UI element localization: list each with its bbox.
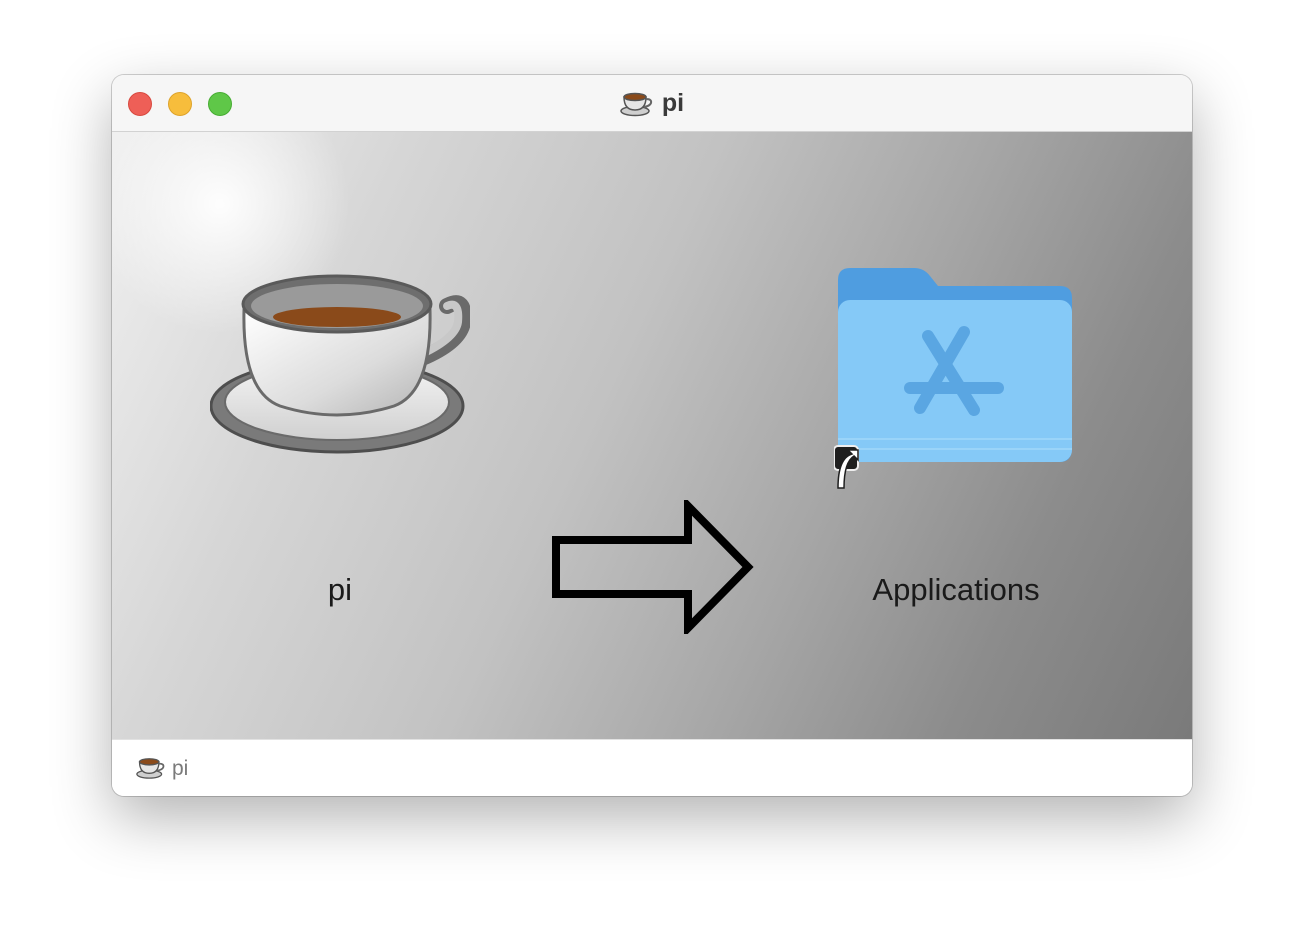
close-button[interactable] [128, 92, 152, 116]
coffee-liquid [273, 307, 401, 327]
status-label: pi [172, 757, 189, 780]
minimize-button[interactable] [168, 92, 192, 116]
installer-window: pi pi [112, 75, 1192, 796]
coffee-cup-icon [136, 758, 165, 779]
window-title-text: pi [661, 89, 685, 117]
installer-content: pi Applications [112, 132, 1192, 739]
coffee-cup-icon[interactable] [210, 272, 470, 458]
applications-folder-icon[interactable] [834, 262, 1076, 494]
coffee-cup-icon [620, 92, 653, 116]
window-title: pi [112, 75, 1192, 132]
title-bar[interactable]: pi [112, 75, 1192, 132]
alias-arrow-icon [834, 445, 859, 489]
app-label: pi [327, 572, 353, 607]
zoom-button[interactable] [208, 92, 232, 116]
right-arrow-icon [552, 500, 754, 634]
applications-label: Applications [872, 572, 1040, 607]
status-bar: pi [112, 739, 1192, 796]
